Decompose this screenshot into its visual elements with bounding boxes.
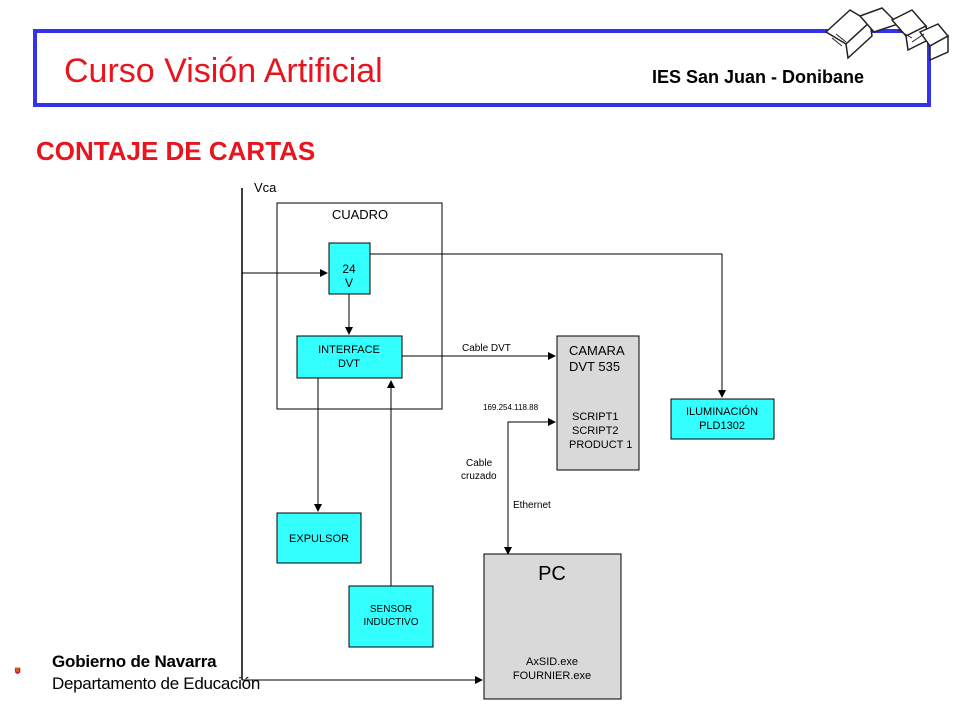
power-line1: 24 — [342, 262, 356, 276]
pc-title: PC — [538, 563, 566, 585]
expulsor-label: EXPULSOR — [289, 533, 349, 545]
navarra-coat-of-arms-icon — [15, 666, 21, 674]
school-building-icon — [824, 7, 950, 62]
footer-line1: Gobierno de Navarra — [52, 652, 217, 671]
pc-app-2: FOURNIER.exe — [513, 670, 591, 682]
sensor-line2: INDUCTIVO — [364, 617, 419, 628]
cable-crossed-line2: cruzado — [461, 471, 497, 482]
ethernet-to-camera-arrow — [507, 418, 556, 552]
interface-line1: INTERFACE — [318, 344, 380, 356]
lighting-box — [670, 398, 775, 440]
camera-line2: DVT 535 — [569, 359, 620, 374]
pc-box — [483, 553, 622, 700]
camera-line1: CAMARA — [569, 343, 625, 358]
course-title: Curso Visión Artificial — [64, 52, 383, 90]
camera-script-3: PRODUCT 1 — [569, 439, 632, 451]
cuadro-box — [276, 202, 443, 410]
section-title: CONTAJE DE CARTAS — [36, 136, 316, 166]
camera-script-1: SCRIPT1 — [572, 411, 618, 423]
power-to-lighting-arrow — [370, 253, 726, 398]
pc-app-1: AxSID.exe — [526, 656, 578, 668]
power-line2: V — [345, 276, 353, 290]
power-supply-box — [328, 242, 371, 295]
sensor-line1: SENSOR — [370, 604, 412, 615]
cuadro-label: CUADRO — [332, 207, 388, 222]
lighting-line1: ILUMINACIÓN — [686, 405, 758, 418]
cable-crossed-line1: Cable — [466, 458, 493, 469]
expulsor-box — [276, 512, 362, 564]
header-frame — [33, 29, 931, 107]
sensor-box — [348, 585, 434, 648]
camera-box — [556, 335, 640, 471]
vca-label: Vca — [254, 180, 277, 195]
ip-address-label: 169.254.118.88 — [483, 403, 539, 412]
camera-script-2: SCRIPT2 — [572, 425, 618, 437]
school-name: IES San Juan - Donibane — [652, 67, 865, 87]
ethernet-label: Ethernet — [513, 500, 551, 511]
interface-line2: DVT — [338, 358, 360, 370]
footer-line2: Departamento de Educación — [52, 674, 260, 693]
lighting-line2: PLD1302 — [699, 420, 745, 432]
cable-dvt-label: Cable DVT — [462, 343, 511, 354]
interface-box — [296, 335, 403, 379]
